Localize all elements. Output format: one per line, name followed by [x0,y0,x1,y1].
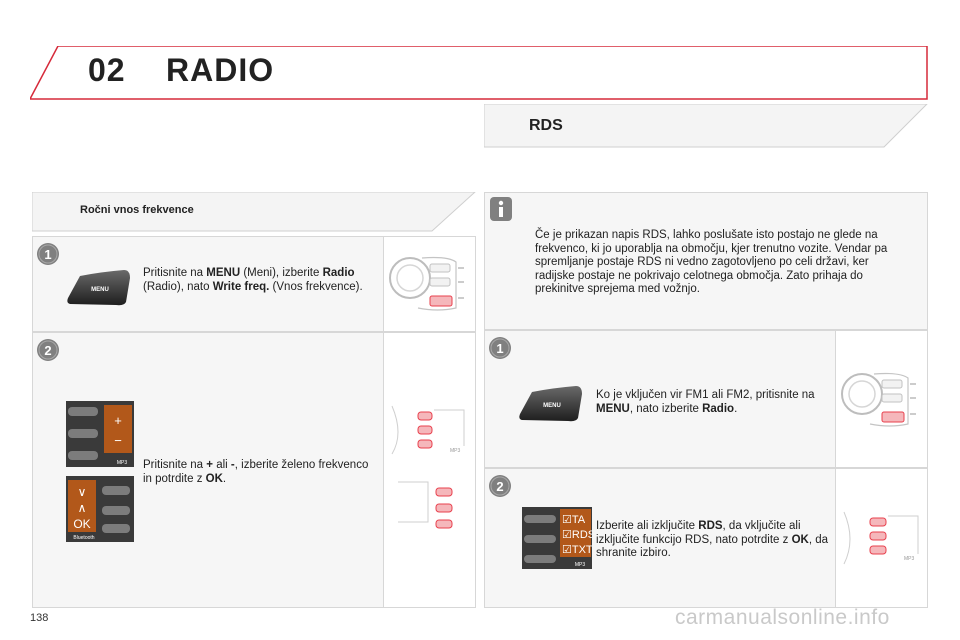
right-mp3-label: MP3 [575,562,586,568]
bold-term: MENU [596,402,630,415]
bold-term: Radio [322,267,355,279]
bold-term: MENU [206,267,241,279]
bold-term: Write freq. [212,280,270,293]
svg-text:+: + [114,413,122,428]
radio-buttons-image-2 [398,481,453,529]
bold-term: RDS [698,520,723,532]
mp3-label: MP3 [117,460,128,466]
text-segment: , da vključite ali izključite funkcijo R… [596,520,801,546]
rds-title: RDS [529,117,563,134]
manual-header-frame [32,192,476,232]
svg-text:−: − [114,433,122,448]
option-txt: TXT [572,544,592,556]
text-segment: . [734,402,738,415]
watermark: carmanualsonline.info [675,606,890,629]
header-frame [30,46,928,100]
chapter-number: 02 [88,52,126,88]
right-step-2-text: Izberite ali izključite RDS, da vključit… [596,520,830,561]
text-segment: (Vnos frekvence). [269,280,363,293]
info-panel [484,192,928,330]
frequency-panel-image-2: ∨ ∧ OK Bluetooth [66,476,134,542]
info-text: Če je prikazan napis RDS, lahko poslušat… [535,229,888,295]
menu-button-label: MENU [91,287,109,293]
left-column-divider [383,236,384,608]
right-step-1-badge: 1 [488,336,512,360]
step-1-number: 1 [44,247,51,262]
frequency-panel-image: + − MP3 [66,401,134,467]
steering-control-image [389,256,464,311]
right-steering-control-image [841,372,916,427]
bold-term: OK [791,533,809,546]
text-segment: , da shranite izbiro. [596,533,829,560]
rds-options-display: ☑TA ☑RDS ☑TXT MP3 [522,507,592,569]
svg-text:☑RDS: ☑RDS [562,529,592,541]
svg-text:OK: OK [73,517,90,531]
text-segment: (Meni), izberite [240,267,323,279]
bold-term: Radio [702,402,735,415]
right-step-2-badge: 2 [488,474,512,498]
bold-term: + [206,459,213,471]
info-icon [489,196,513,222]
right-radio-buttons-image: MP3 [843,511,919,565]
right-menu-button-image: MENU [519,386,582,422]
chapter-title: RADIO [166,52,275,88]
left-step-2-text: Pritisnite na + ali -, izberite želeno f… [143,459,371,486]
right-menu-button-label: MENU [543,403,561,409]
svg-text:☑TA: ☑TA [562,514,586,526]
right-column-divider [835,330,836,608]
text-segment: Ko je vključen vir FM1 ali FM2, pritisni… [596,389,815,401]
bold-term: OK [205,472,223,485]
step-2-badge: 2 [36,338,60,362]
svg-text:MP3: MP3 [450,448,461,454]
step-1-badge: 1 [36,242,60,266]
page-number: 138 [30,612,49,624]
text-segment: Pritisnite na [143,267,207,279]
left-step-1-text: Pritisnite na MENU (Meni), izberite Radi… [143,267,371,294]
text-segment: (Radio), nato [143,280,213,293]
svg-text:☑TXT: ☑TXT [562,544,592,556]
right-step-1-number: 1 [496,341,503,356]
text-segment: . [222,472,227,485]
text-segment: Pritisnite na [143,459,207,471]
text-segment: , nato izberite [629,402,703,415]
bluetooth-label: Bluetooth [73,535,94,541]
option-rds: RDS [572,529,592,541]
chapter-header: 02 RADIO [30,46,928,100]
option-ta: TA [572,514,586,526]
step-2-number: 2 [44,343,51,358]
svg-text:∧: ∧ [78,501,87,515]
manual-entry-title: Ročni vnos frekvence [80,204,194,216]
right-step-2-number: 2 [496,479,503,494]
svg-text:MP3: MP3 [904,556,915,562]
menu-button-image: MENU [67,270,130,306]
text-segment: ali [213,459,231,471]
text-segment: Izberite ali izključite [596,520,699,532]
svg-text:∨: ∨ [78,485,87,499]
right-step-1-text: Ko je vključen vir FM1 ali FM2, pritisni… [596,389,830,416]
bold-term: - [230,459,235,471]
radio-buttons-image: MP3 [391,405,465,455]
rds-section-header: RDS [484,104,928,148]
left-step-2-image-area [384,333,475,607]
text-segment: , izberite želeno frekvenco in potrdite … [143,459,369,485]
rds-header-frame [484,104,928,148]
